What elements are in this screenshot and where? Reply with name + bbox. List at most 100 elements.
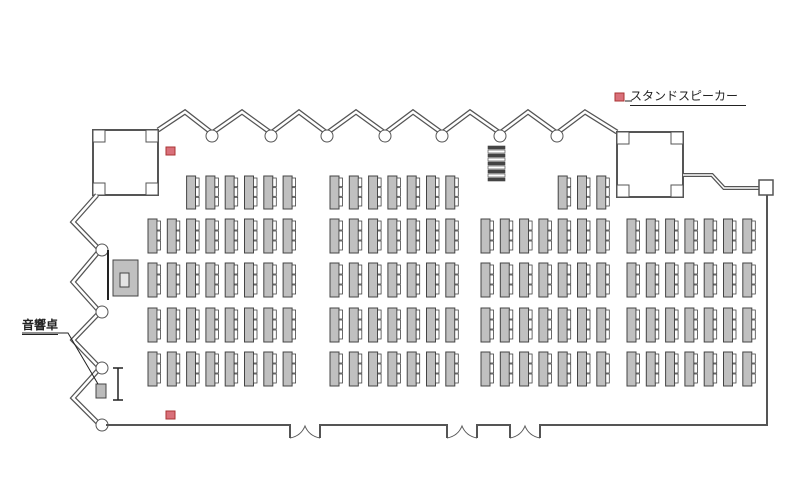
chair (454, 329, 459, 340)
desk-table (348, 307, 359, 343)
desk (445, 175, 459, 210)
box-corner (670, 184, 684, 198)
chair (233, 274, 239, 285)
chair (377, 353, 382, 364)
chair (635, 230, 640, 241)
desk (368, 307, 382, 343)
chair (272, 240, 277, 251)
desk-table (557, 218, 568, 254)
stair-step (487, 177, 506, 182)
chair (566, 363, 572, 374)
chair (635, 220, 640, 231)
chair (214, 230, 219, 241)
chair (272, 196, 277, 207)
desk-table (665, 307, 676, 343)
chair (396, 240, 401, 251)
chair (175, 329, 181, 340)
chair (338, 353, 343, 364)
chair (156, 220, 161, 231)
chair (415, 353, 421, 364)
chair (175, 353, 181, 364)
chair (435, 196, 440, 207)
chair (586, 319, 591, 330)
chair (489, 363, 494, 374)
chair (377, 373, 382, 384)
desk-table (329, 175, 340, 210)
desk-table (166, 218, 177, 254)
desk-table (645, 351, 656, 387)
desk (519, 351, 533, 387)
desk (224, 307, 239, 343)
chair (377, 240, 382, 251)
desk-table (577, 218, 587, 254)
desk-table (577, 175, 587, 210)
chair (435, 353, 440, 364)
desk (282, 218, 297, 254)
chair (233, 309, 239, 320)
chair (654, 240, 660, 251)
chair (732, 353, 737, 364)
desk-table (329, 307, 340, 343)
desk (684, 307, 698, 343)
desk (742, 351, 756, 387)
chair (214, 196, 219, 207)
chair (175, 220, 181, 231)
chair (396, 230, 401, 241)
chair (272, 177, 277, 188)
chair (272, 309, 277, 320)
chair (396, 220, 401, 231)
chair (547, 264, 552, 275)
desk (742, 307, 756, 343)
chair (214, 329, 219, 340)
door (289, 424, 321, 439)
chair (528, 240, 533, 251)
desk-table (205, 175, 216, 210)
desk-table (368, 175, 379, 210)
chair (415, 309, 421, 320)
desk (368, 175, 382, 210)
desk (387, 307, 401, 343)
bottom-wall (539, 424, 558, 438)
desk-table (147, 351, 158, 387)
chair (751, 363, 756, 374)
chair (454, 363, 459, 374)
desk (166, 262, 181, 298)
chair (528, 329, 533, 340)
desk-table (645, 262, 656, 298)
desk-table (626, 351, 637, 387)
chair (547, 353, 552, 364)
chair (547, 220, 552, 231)
chair (508, 319, 514, 330)
chair (435, 177, 440, 188)
desk-table (538, 307, 549, 343)
desk (263, 351, 277, 387)
desk-table (596, 307, 607, 343)
chair (357, 177, 363, 188)
desk-table (499, 307, 510, 343)
box-corner (92, 182, 106, 196)
chair (291, 284, 297, 295)
chair (415, 196, 421, 207)
desk-table (596, 218, 607, 254)
desk-table (263, 262, 274, 298)
chair (586, 274, 591, 285)
desk (147, 351, 161, 387)
chair (233, 319, 239, 330)
desk (723, 307, 737, 343)
desk-table (147, 262, 158, 298)
chair (605, 363, 610, 374)
chair (253, 353, 258, 364)
chair (674, 319, 679, 330)
desk-table (626, 262, 637, 298)
chair (396, 319, 401, 330)
stair-step (487, 169, 506, 174)
chair (547, 329, 552, 340)
chair (253, 329, 258, 340)
chair (693, 319, 698, 330)
chair (291, 319, 297, 330)
desk-table (186, 175, 197, 210)
desk (742, 218, 756, 254)
chair (175, 264, 181, 275)
chair (693, 240, 698, 251)
desk-table (186, 307, 197, 343)
